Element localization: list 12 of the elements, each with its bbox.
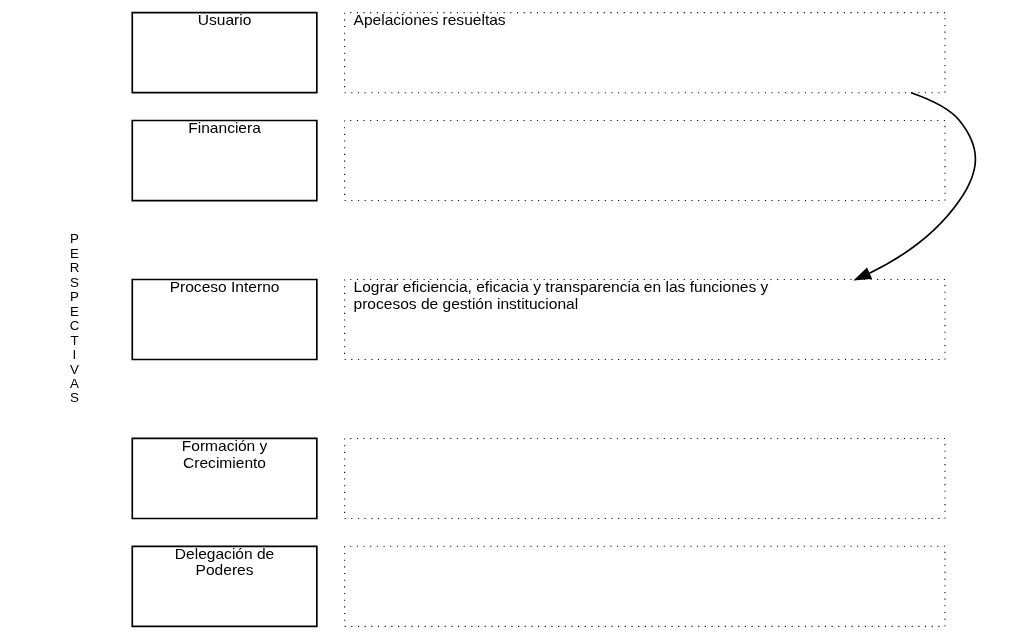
- node-box: Lograr eficiencia, eficacia y transparencia en las funciones y procesos de gestión institucional: [343, 278, 946, 361]
- node-box: Proceso Interno: [130, 278, 318, 361]
- node-box: Delegación de Poderes: [130, 545, 318, 628]
- node-box: Apelaciones resueltas: [343, 12, 946, 94]
- node-box: [343, 437, 946, 520]
- node-box: Financiera: [130, 119, 318, 202]
- label: PERSPECTIVAS: [69, 231, 79, 406]
- node-box: Formación y Crecimiento: [130, 437, 318, 520]
- node-box: [343, 119, 946, 202]
- node-box: [343, 545, 946, 627]
- node-box: Usuario: [130, 11, 318, 94]
- arrow: [852, 91, 976, 281]
